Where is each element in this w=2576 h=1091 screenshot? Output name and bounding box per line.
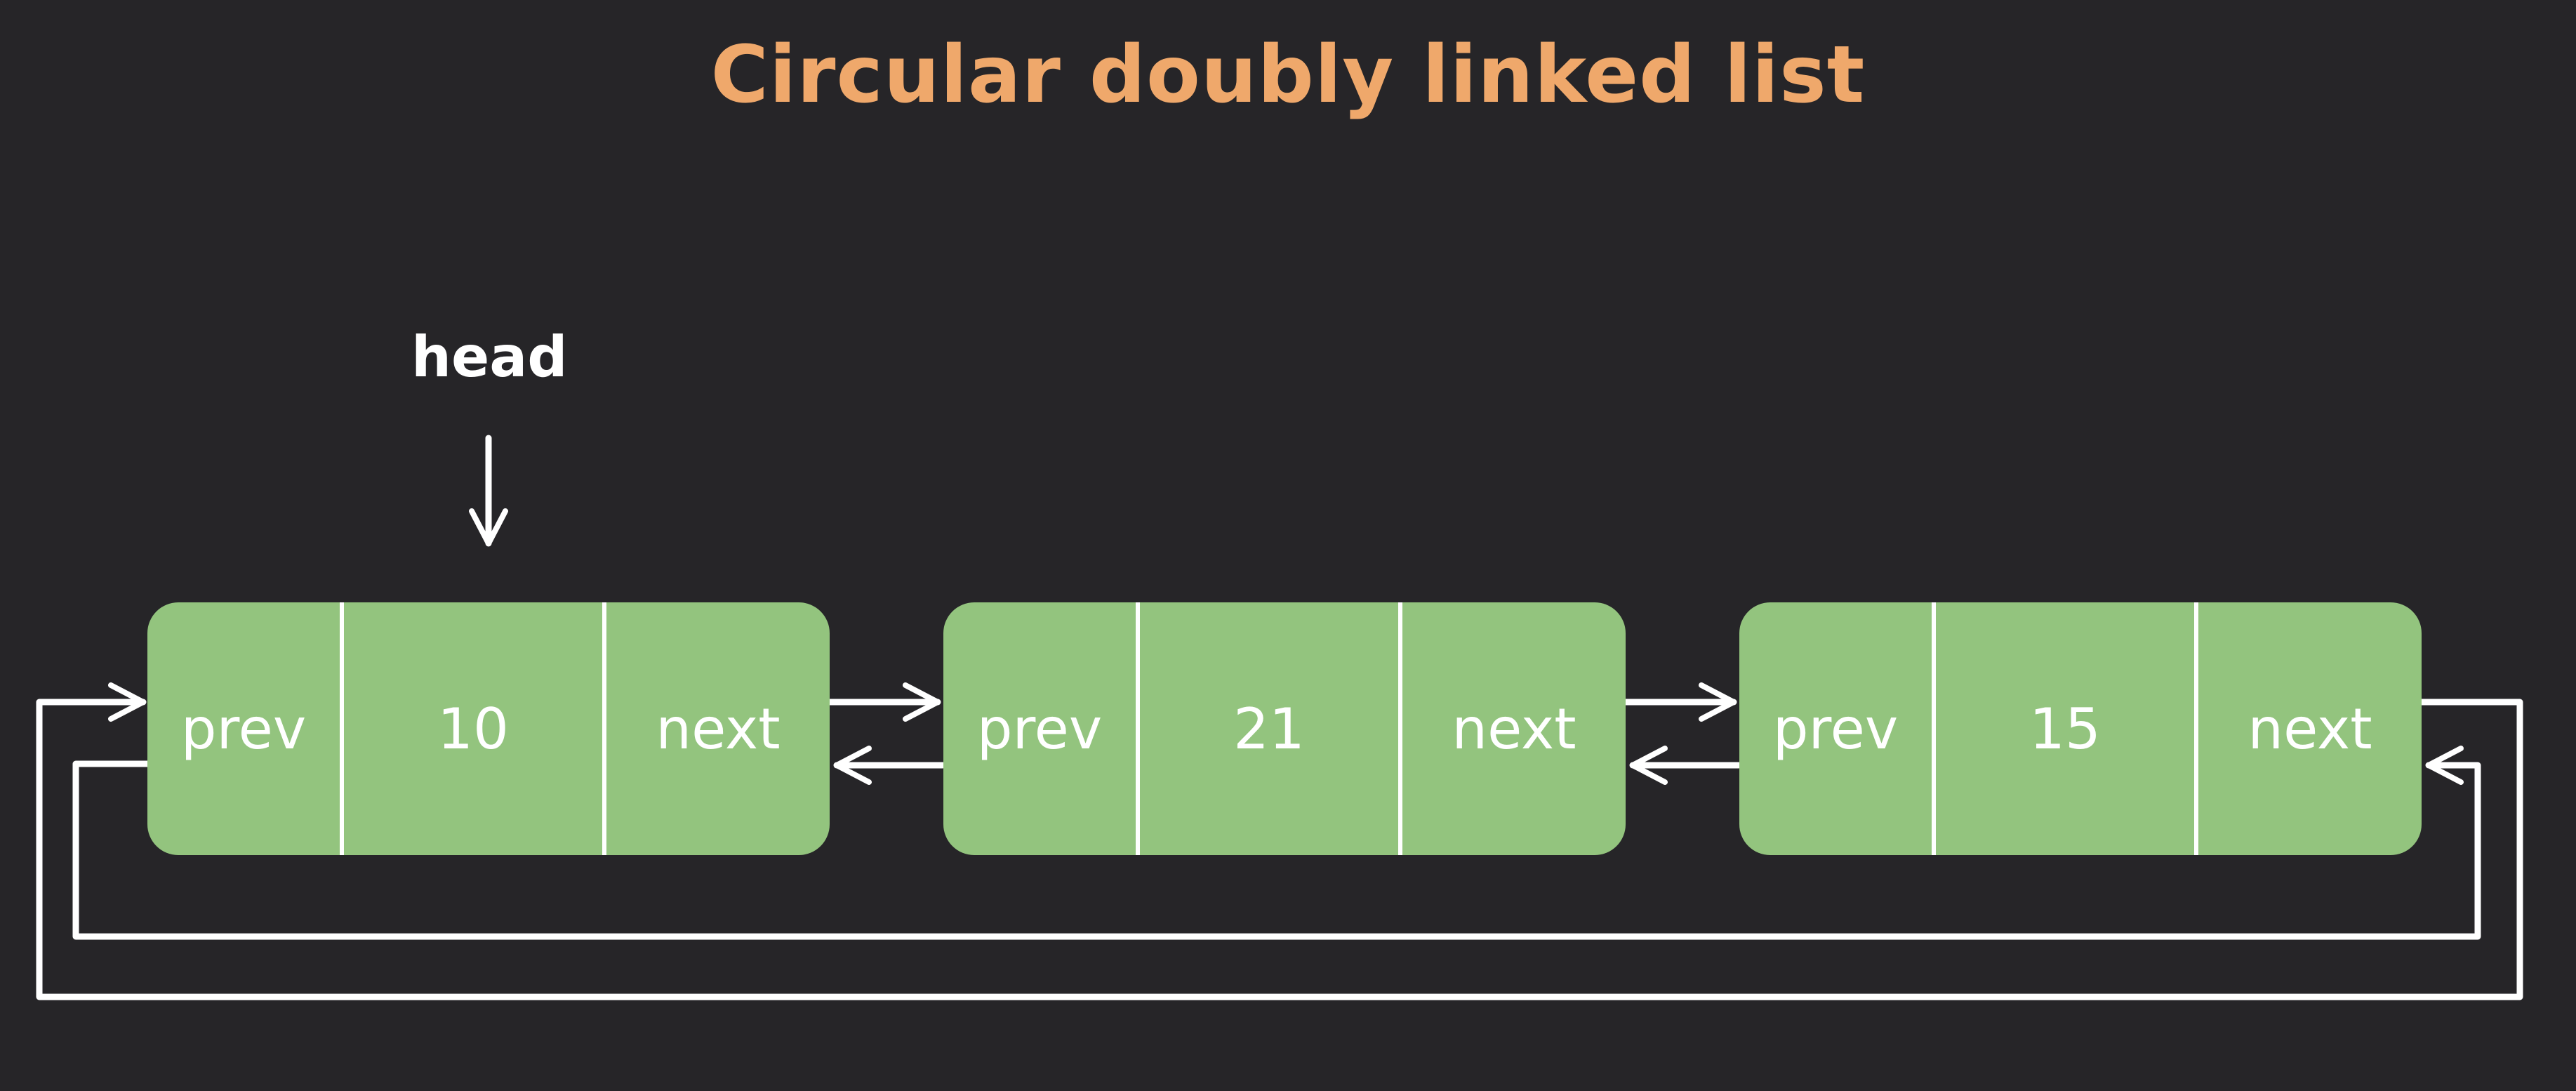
node-prev-field: prev [147, 602, 344, 855]
list-node: prev 10 next [147, 602, 830, 855]
node-next-field: next [1452, 696, 1576, 762]
head-label: head [411, 324, 568, 390]
node-prev-field: prev [943, 602, 1140, 855]
list-node: prev 21 next [943, 602, 1626, 855]
node-value: 10 [344, 602, 606, 855]
node-next-field: next [2248, 696, 2372, 762]
circular-prev-link-head-to-tail [72, 746, 2481, 940]
node-value: 21 [1140, 602, 1402, 855]
list-node: prev 15 next [1739, 602, 2422, 855]
node-prev-field: prev [1739, 602, 1936, 855]
node-value: 15 [1936, 602, 2198, 855]
diagram-title: Circular doubly linked list [710, 29, 1866, 121]
node-next-field: next [656, 696, 781, 762]
circular-next-link-tail-to-head [36, 682, 2523, 1000]
